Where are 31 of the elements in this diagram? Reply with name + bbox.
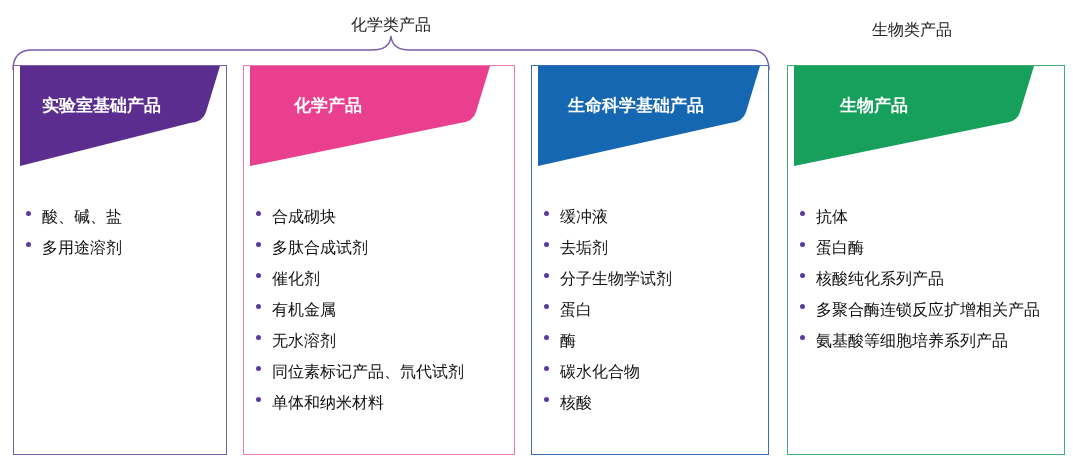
list-item: 催化剂 — [256, 268, 504, 289]
list-item: 单体和纳米材料 — [256, 392, 504, 413]
card-heading: 实验室基础产品 — [42, 94, 161, 117]
list-item: 酶 — [544, 330, 758, 351]
group-label: 生物类产品 — [872, 20, 952, 41]
list-item: 核酸纯化系列产品 — [800, 268, 1054, 289]
list-item: 抗体 — [800, 206, 1054, 227]
category-card — [531, 65, 769, 455]
category-card — [787, 65, 1065, 455]
list-item: 缓冲液 — [544, 206, 758, 227]
list-item: 多用途溶剂 — [26, 237, 216, 258]
list-item: 无水溶剂 — [256, 330, 504, 351]
list-item: 蛋白酶 — [800, 237, 1054, 258]
card-heading: 生命科学基础产品 — [568, 94, 704, 117]
list-item: 核酸 — [544, 392, 758, 413]
list-item: 分子生物学试剂 — [544, 268, 758, 289]
list-item: 去垢剂 — [544, 237, 758, 258]
card-heading: 化学产品 — [294, 94, 362, 117]
list-item: 多聚合酶连锁反应扩增相关产品 — [800, 299, 1054, 320]
list-item: 同位素标记产品、氘代试剂 — [256, 361, 504, 382]
card-heading: 生物产品 — [840, 94, 908, 117]
category-card — [13, 65, 227, 455]
list-item: 酸、碱、盐 — [26, 206, 216, 227]
list-item: 有机金属 — [256, 299, 504, 320]
category-card — [243, 65, 515, 455]
list-item: 碳水化合物 — [544, 361, 758, 382]
group-label: 化学类产品 — [351, 15, 431, 36]
list-item: 氨基酸等细胞培养系列产品 — [800, 330, 1054, 351]
list-item: 合成砌块 — [256, 206, 504, 227]
list-item: 蛋白 — [544, 299, 758, 320]
list-item: 多肽合成试剂 — [256, 237, 504, 258]
